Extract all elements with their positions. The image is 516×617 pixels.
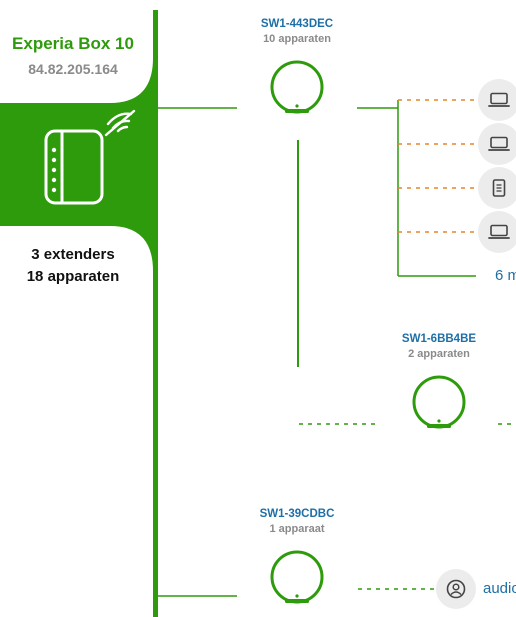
extender-device-count: 10 apparaten <box>263 33 331 45</box>
extender-label[interactable]: SW1-39CDBC 1 apparaat <box>237 508 357 535</box>
device-node[interactable] <box>478 79 516 121</box>
extender-label[interactable]: SW1-443DEC 10 apparaten <box>237 18 357 45</box>
device-node[interactable] <box>478 167 516 209</box>
device-node[interactable] <box>436 569 476 609</box>
extenders-count: 3 extenders <box>31 246 115 263</box>
extender-device-count: 2 apparaten <box>408 348 470 360</box>
extender-name[interactable]: SW1-443DEC <box>260 18 334 30</box>
router-icon <box>44 129 104 205</box>
extender-icon[interactable] <box>267 58 327 118</box>
devices-count: 18 apparaten <box>26 268 120 285</box>
extender-device-count: 1 apparaat <box>269 523 325 535</box>
extender-label[interactable]: SW1-6BB4BE 2 apparaten <box>379 333 499 360</box>
tablet-icon <box>492 179 506 197</box>
router-name: Experia Box 10 <box>12 34 134 53</box>
device-node[interactable] <box>478 211 516 253</box>
laptop-icon <box>488 136 510 151</box>
laptop-icon <box>488 224 510 239</box>
extender-icon[interactable] <box>409 373 469 433</box>
device-node[interactable] <box>478 123 516 165</box>
laptop-icon <box>488 92 510 107</box>
wifi-off-icon <box>104 109 136 137</box>
user-icon <box>446 579 466 599</box>
router-ip: 84.82.205.164 <box>28 61 118 77</box>
extender-name[interactable]: SW1-6BB4BE <box>401 333 477 345</box>
device-label-audio[interactable]: audio <box>483 580 516 597</box>
extender-icon[interactable] <box>267 548 327 608</box>
more-devices-link[interactable]: 6 m <box>495 267 516 284</box>
extender-name[interactable]: SW1-39CDBC <box>259 508 335 520</box>
